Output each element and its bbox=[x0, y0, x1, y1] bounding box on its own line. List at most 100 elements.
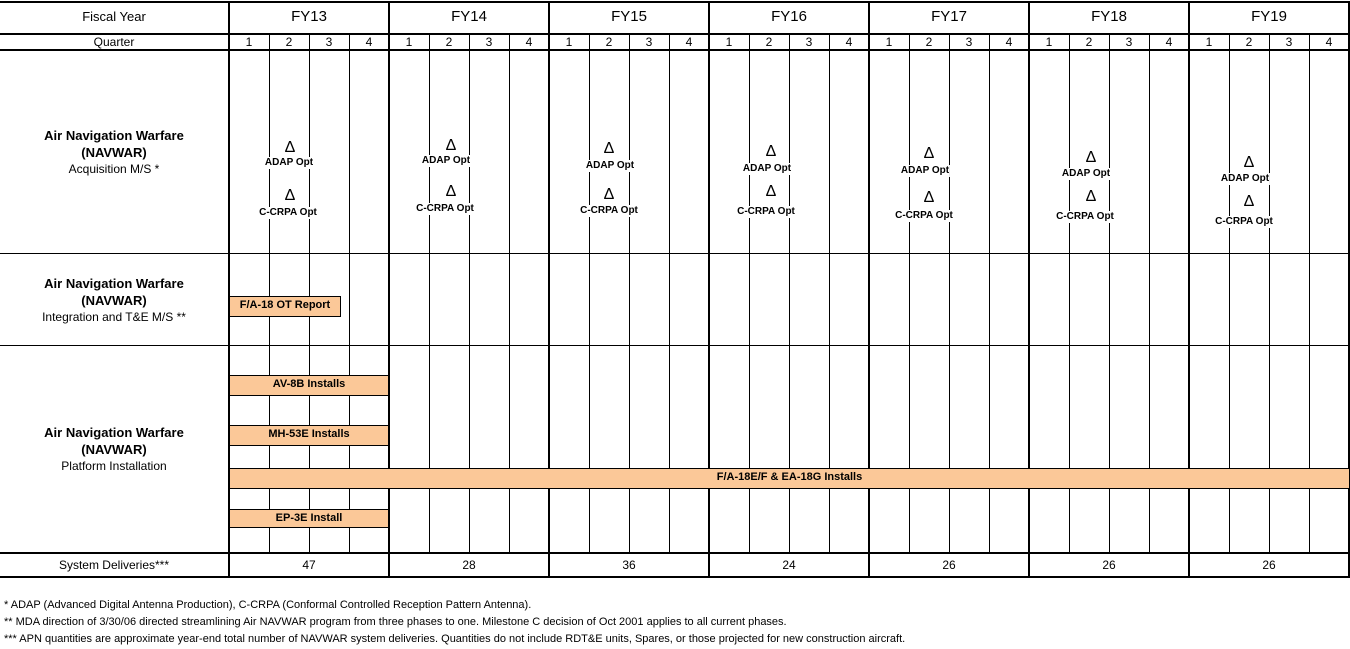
quarter-label: 1 bbox=[725, 35, 733, 49]
grid-vline bbox=[949, 33, 950, 552]
fiscal-year-label: Fiscal Year bbox=[82, 9, 146, 24]
quarter-label: 2 bbox=[1245, 35, 1253, 49]
grid-vline bbox=[429, 33, 430, 552]
grid-vline bbox=[629, 33, 630, 552]
quarter-label: 3 bbox=[325, 35, 333, 49]
quarter-label: 4 bbox=[845, 35, 853, 49]
milestone-adap-label: ADAP Opt bbox=[263, 157, 315, 169]
milestone-triangle-icon: Δ bbox=[1243, 154, 1255, 171]
grid-vline bbox=[868, 1, 870, 577]
quarter-label: 2 bbox=[1085, 35, 1093, 49]
milestone-triangle-icon: Δ bbox=[445, 137, 457, 154]
grid-vline bbox=[1229, 33, 1230, 552]
row-title: Air Navigation Warfare bbox=[44, 425, 184, 440]
quarter-label: 1 bbox=[1205, 35, 1213, 49]
year-label-fy16: FY16 bbox=[771, 8, 807, 25]
milestone-triangle-icon: Δ bbox=[1243, 193, 1255, 210]
delivery-value-fy16: 24 bbox=[782, 558, 796, 572]
milestone-ccrpa-label: C-CRPA Opt bbox=[258, 207, 318, 219]
grid-vline bbox=[1028, 1, 1030, 577]
grid-vline bbox=[708, 1, 710, 577]
grid-vline bbox=[589, 33, 590, 552]
grid-vline bbox=[269, 33, 270, 552]
footnote-2: ** MDA direction of 3/30/06 directed str… bbox=[4, 616, 787, 628]
grid-vline bbox=[309, 33, 310, 552]
row-label-platform: Air Navigation Warfare (NAVWAR) Platform… bbox=[0, 424, 228, 475]
milestone-triangle-icon: Δ bbox=[765, 143, 777, 160]
delivery-value-fy13: 47 bbox=[302, 558, 316, 572]
bar-av8b-installs: AV-8B Installs bbox=[229, 375, 389, 396]
grid-hline bbox=[0, 576, 1350, 578]
milestone-triangle-icon: Δ bbox=[445, 183, 457, 200]
grid-vline bbox=[228, 1, 230, 577]
quarter-label: 1 bbox=[565, 35, 573, 49]
footnote-1: * ADAP (Advanced Digital Antenna Product… bbox=[4, 599, 532, 611]
delivery-value-fy17: 26 bbox=[942, 558, 956, 572]
row-title: Air Navigation Warfare bbox=[44, 276, 184, 291]
year-label-fy13: FY13 bbox=[291, 8, 327, 25]
milestone-triangle-icon: Δ bbox=[603, 186, 615, 203]
row-subtitle: (NAVWAR) bbox=[81, 145, 147, 160]
grid-vline bbox=[388, 1, 390, 577]
grid-hline bbox=[0, 1, 1350, 3]
year-label-fy14: FY14 bbox=[451, 8, 487, 25]
grid-vline bbox=[1348, 1, 1350, 577]
quarter-label: 3 bbox=[485, 35, 493, 49]
quarter-label: 3 bbox=[1125, 35, 1133, 49]
milestone-adap-label: ADAP Opt bbox=[1060, 168, 1112, 180]
milestone-ccrpa-label: C-CRPA Opt bbox=[579, 205, 639, 217]
milestone-adap-label: ADAP Opt bbox=[420, 155, 472, 167]
quarter-label: 2 bbox=[445, 35, 453, 49]
milestone-ccrpa-label: C-CRPA Opt bbox=[1055, 211, 1115, 223]
grid-hline bbox=[0, 345, 1350, 346]
quarter-label: 4 bbox=[1325, 35, 1333, 49]
row-desc: Acquisition M/S * bbox=[68, 162, 160, 176]
row-desc: Platform Installation bbox=[61, 459, 167, 473]
grid-vline bbox=[1309, 33, 1310, 552]
grid-vline bbox=[1069, 33, 1070, 552]
quarter-label: 3 bbox=[965, 35, 973, 49]
grid-hline bbox=[0, 33, 1350, 35]
quarter-label: 1 bbox=[405, 35, 413, 49]
delivery-value-fy18: 26 bbox=[1102, 558, 1116, 572]
milestone-triangle-icon: Δ bbox=[284, 139, 296, 156]
quarter-label: 4 bbox=[1165, 35, 1173, 49]
milestone-triangle-icon: Δ bbox=[923, 189, 935, 206]
deliveries-label: System Deliveries*** bbox=[58, 558, 170, 572]
row-title: Air Navigation Warfare bbox=[44, 128, 184, 143]
bar-ot-report: F/A-18 OT Report bbox=[229, 296, 341, 317]
row-subtitle: (NAVWAR) bbox=[81, 442, 147, 457]
quarter-label: 4 bbox=[1005, 35, 1013, 49]
milestone-ccrpa-label: C-CRPA Opt bbox=[415, 203, 475, 215]
milestone-triangle-icon: Δ bbox=[284, 187, 296, 204]
grid-vline bbox=[789, 33, 790, 552]
grid-vline bbox=[989, 33, 990, 552]
grid-vline bbox=[548, 1, 550, 577]
milestone-adap-label: ADAP Opt bbox=[584, 160, 636, 172]
quarter-label: 2 bbox=[925, 35, 933, 49]
milestone-adap-label: ADAP Opt bbox=[899, 165, 951, 177]
milestone-triangle-icon: Δ bbox=[1085, 149, 1097, 166]
footnote-3: *** APN quantities are approximate year-… bbox=[4, 633, 906, 645]
grid-vline bbox=[1188, 1, 1190, 577]
bar-mh53e-installs: MH-53E Installs bbox=[229, 425, 389, 446]
grid-vline bbox=[1109, 33, 1110, 552]
delivery-value-fy19: 26 bbox=[1262, 558, 1276, 572]
bar-ep3e-install: EP-3E Install bbox=[229, 509, 389, 528]
milestone-ccrpa-label: C-CRPA Opt bbox=[1214, 216, 1274, 228]
grid-vline bbox=[1269, 33, 1270, 552]
milestone-adap-label: ADAP Opt bbox=[741, 163, 793, 175]
milestone-ccrpa-label: C-CRPA Opt bbox=[894, 210, 954, 222]
quarter-label: 1 bbox=[885, 35, 893, 49]
grid-vline bbox=[829, 33, 830, 552]
milestone-triangle-icon: Δ bbox=[923, 145, 935, 162]
quarter-label: 1 bbox=[245, 35, 253, 49]
grid-hline bbox=[0, 253, 1350, 254]
grid-vline bbox=[1149, 33, 1150, 552]
quarter-label: 4 bbox=[365, 35, 373, 49]
grid-vline bbox=[669, 33, 670, 552]
grid-vline bbox=[749, 33, 750, 552]
quarter-label: 4 bbox=[525, 35, 533, 49]
quarter-label: 2 bbox=[285, 35, 293, 49]
